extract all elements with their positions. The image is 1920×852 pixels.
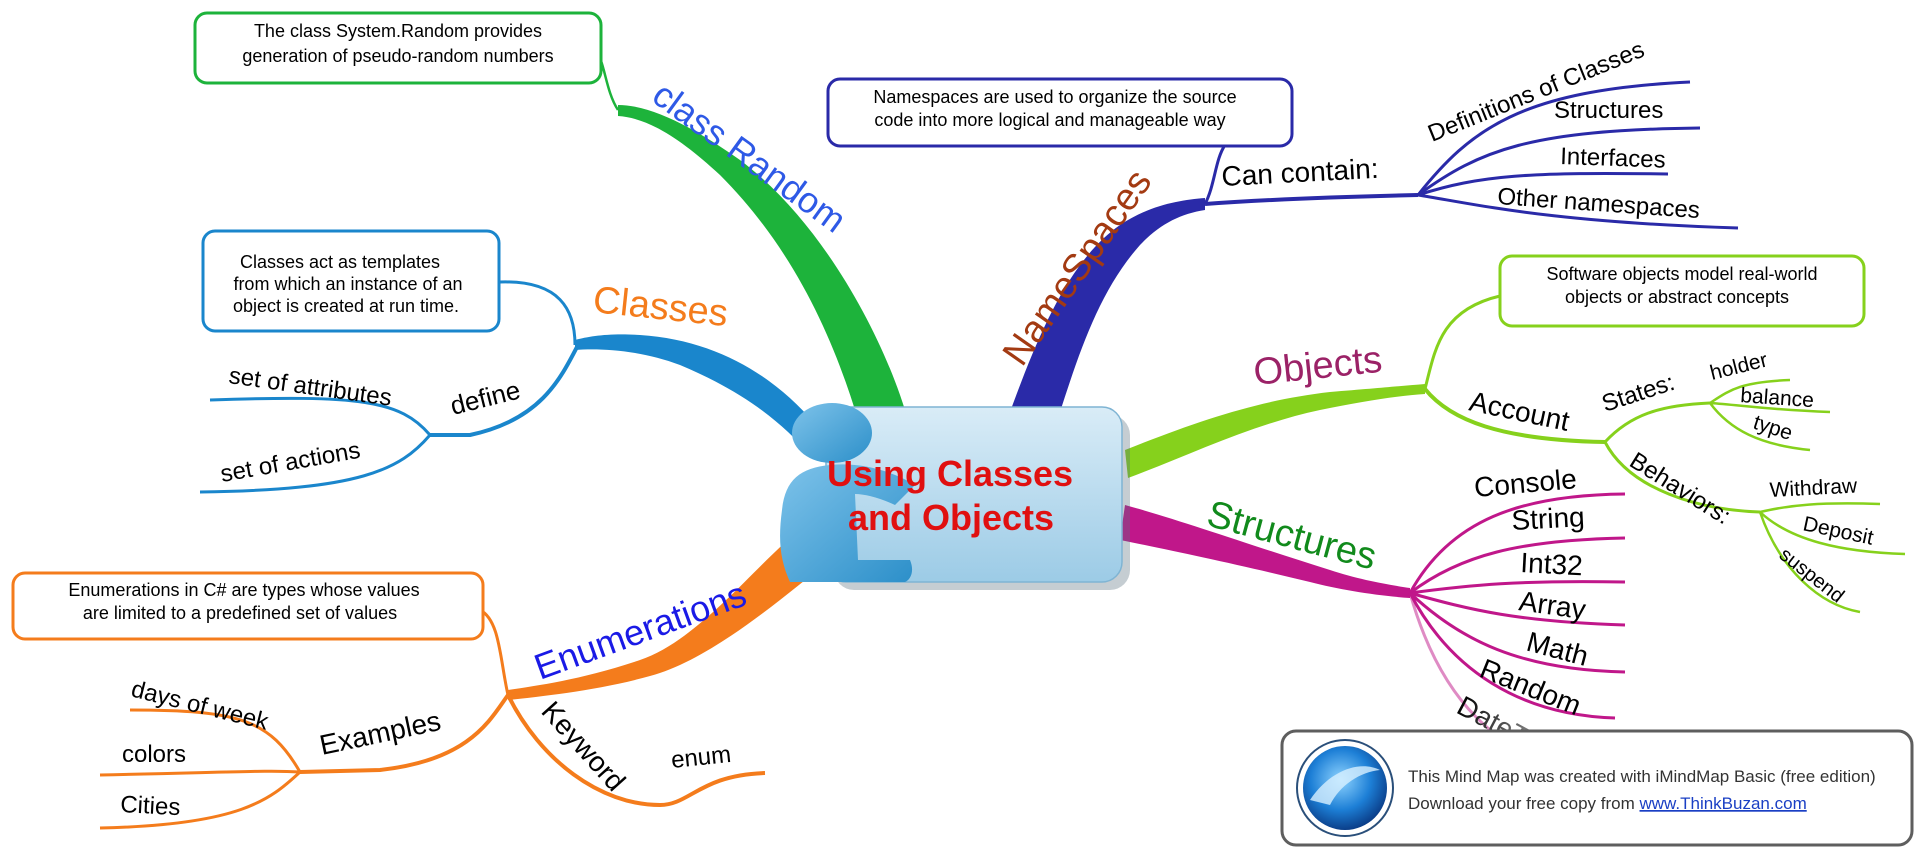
objects-deposit-branch: [1759, 511, 1906, 556]
namespaces-item-structures: Structures: [1554, 97, 1663, 124]
namespaces-can-contain-branch: [1204, 193, 1419, 206]
namespaces-note-line2: code into more logical and manageable wa…: [874, 110, 1225, 130]
classes-define-branch: [430, 344, 580, 437]
namespaces-item-interfaces-branch: [1417, 171, 1669, 197]
objects-withdraw-label: Withdraw: [1769, 474, 1858, 502]
enumerations-example-cities: Cities: [120, 791, 181, 821]
classes-note-line3: object is created at run time.: [233, 296, 459, 316]
objects-note: Software objects model real-world object…: [1498, 254, 1866, 328]
enumerations-keyword-branch: [506, 694, 766, 808]
branch-classes: Classes define set of attributes set of …: [199, 229, 820, 494]
objects-states-label: States:: [1599, 369, 1678, 418]
promo-line1: This Mind Map was created with iMindMap …: [1408, 767, 1876, 786]
objects-withdraw-branch: [1759, 502, 1881, 514]
classes-attributes-branch: [209, 396, 432, 436]
classes-note-line1: Classes act as templates: [240, 252, 440, 272]
objects-behaviors-branch: [1603, 441, 1761, 514]
namespaces-can-contain-label: Can contain:: [1221, 153, 1380, 192]
central-title-line1: Using Classes: [827, 453, 1073, 494]
structures-math-branch: [1408, 591, 1626, 674]
objects-behaviors-label: Behaviors:: [1625, 447, 1735, 530]
enumerations-keyword-value: enum: [670, 741, 733, 774]
objects-deposit-label: Deposit: [1801, 512, 1876, 549]
enumerations-days-branch: [129, 708, 302, 773]
objects-label: Objects: [1252, 339, 1385, 394]
namespaces-item-definitions-branch: [1416, 80, 1691, 196]
structures-console-branch: [1408, 492, 1626, 594]
namespaces-note: Namespaces are used to organize the sour…: [826, 77, 1294, 148]
class-random-label: class Random: [645, 73, 854, 240]
classes-actions-branch: [199, 434, 432, 494]
classes-trunk: [575, 334, 820, 455]
branch-class-random: class Random The class System.Random pro…: [193, 11, 905, 410]
objects-states-branch: [1603, 401, 1711, 444]
enumerations-note-line1: Enumerations in C# are types whose value…: [68, 580, 419, 600]
objects-balance-branch: [1709, 401, 1831, 414]
structures-item-int32: Int32: [1520, 547, 1584, 581]
enumerations-note: Enumerations in C# are types whose value…: [11, 571, 485, 641]
objects-trunk: [1125, 384, 1425, 478]
class-random-note-line2: generation of pseudo-random numbers: [242, 46, 553, 66]
enumerations-note-line2: are limited to a predefined set of value…: [83, 603, 397, 623]
namespaces-note-line1: Namespaces are used to organize the sour…: [873, 87, 1236, 107]
objects-suspend-branch: [1758, 511, 1861, 614]
imindmap-logo-icon: [1296, 739, 1394, 837]
objects-type-branch: [1708, 402, 1811, 452]
enumerations-examples-branch: [299, 693, 510, 774]
structures-item-string: String: [1511, 501, 1586, 536]
structures-int32-branch: [1409, 580, 1626, 595]
central-title-line2: and Objects: [848, 497, 1054, 538]
namespaces-trunk: [1010, 198, 1205, 412]
structures-trunk: [1120, 505, 1410, 598]
enumerations-example-colors: colors: [122, 741, 186, 768]
objects-note-line2: objects or abstract concepts: [1565, 287, 1789, 307]
enumerations-examples-label: Examples: [317, 705, 444, 761]
structures-random-branch: [1408, 592, 1616, 720]
namespaces-item-other-branch: [1417, 193, 1739, 230]
presenter-figure-icon: [780, 403, 915, 582]
classes-define-label: define: [447, 375, 523, 421]
structures-string-branch: [1409, 536, 1626, 595]
promo-box: [1280, 729, 1914, 847]
namespaces-item-interfaces: Interfaces: [1560, 143, 1666, 174]
classes-note: Classes act as templates from which an i…: [201, 229, 501, 333]
objects-balance-label: balance: [1740, 384, 1815, 412]
class-random-trunk: [618, 105, 905, 410]
structures-array-branch: [1409, 591, 1626, 627]
objects-suspend-label: suspend: [1775, 544, 1848, 608]
classes-attributes-label: set of attributes: [227, 362, 393, 412]
namespaces-item-structures-branch: [1417, 126, 1701, 197]
branch-enumerations: Enumerations Examples days of week color…: [11, 530, 830, 830]
promo-line2-prefix: Download your free copy from: [1408, 794, 1640, 813]
enumerations-cities-branch: [99, 770, 302, 830]
objects-type-label: type: [1750, 411, 1795, 445]
objects-note-twig: [1423, 294, 1501, 390]
class-random-note: The class System.Random provides generat…: [193, 11, 603, 85]
classes-upper-twig: [499, 280, 577, 346]
promo-line2: Download your free copy from www.ThinkBu…: [1408, 794, 1807, 813]
promo-link[interactable]: www.ThinkBuzan.com: [1639, 794, 1807, 813]
objects-account-branch: [1423, 387, 1606, 444]
objects-holder-label: holder: [1708, 348, 1770, 384]
enumerations-colors-branch: [99, 769, 301, 777]
enumerations-note-twig: [479, 608, 510, 696]
objects-holder-branch: [1709, 378, 1791, 405]
classes-note-line2: from which an instance of an: [233, 274, 462, 294]
objects-account-label: Account: [1467, 386, 1573, 437]
enumerations-example-days: days of week: [129, 676, 272, 736]
branch-structures: Structures Console String Int32 Array Ma…: [1120, 463, 1626, 774]
classes-label: Classes: [591, 279, 730, 335]
central-topic: Using Classes and Objects: [780, 403, 1130, 590]
imindmap-promo: This Mind Map was created with iMindMap …: [1280, 729, 1914, 847]
namespaces-note-twig: [1203, 144, 1227, 205]
objects-note-line1: Software objects model real-world: [1546, 264, 1817, 284]
namespaces-item-other: Other namespaces: [1497, 183, 1701, 224]
class-random-note-line1: The class System.Random provides: [254, 21, 542, 41]
